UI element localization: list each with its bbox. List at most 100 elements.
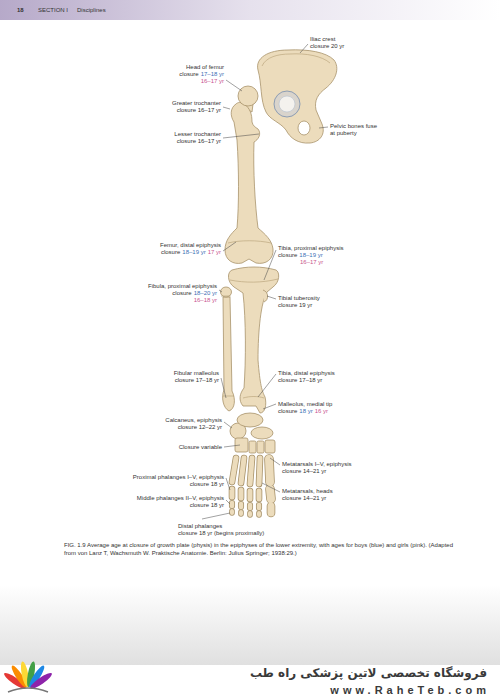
part-label: closure [172, 290, 191, 296]
label-line: Fibula, proximal epiphysis [148, 283, 217, 290]
part-label: closure [179, 71, 198, 77]
toe-bone-outline [229, 511, 235, 513]
label-line: Fibular malleolus [174, 370, 219, 377]
part-label: Closure variable [179, 444, 222, 450]
leader-line [258, 374, 276, 397]
part-label: closure [161, 249, 180, 255]
age-boys: 18–19 yr [299, 252, 322, 258]
label-line: closure 14–21 yr [282, 468, 326, 475]
leader-line [223, 242, 236, 251]
toe-bone-outline [229, 503, 235, 506]
toe-bone [250, 458, 252, 484]
tibia-bone [263, 290, 268, 302]
leader-line [270, 458, 280, 465]
toe-bone [268, 506, 275, 513]
leader-line [226, 80, 242, 91]
part-label: Head of femur [186, 64, 224, 70]
part-label: closure [278, 408, 297, 414]
label-line: closure 12–22 yr [178, 424, 222, 431]
tibia-bone [230, 279, 278, 282]
part-label: closure 14–21 yr [282, 495, 326, 501]
toe-bone [269, 459, 270, 482]
part-label: closure 18 yr (begins proximally) [178, 530, 264, 536]
part-label: Lesser trochanter [174, 131, 221, 137]
label-line: Lesser trochanter [174, 131, 221, 138]
part-label: Tibia, proximal epiphysis [278, 245, 343, 251]
toe-bone-outline [267, 506, 276, 513]
part-label: Distal phalanges [178, 523, 222, 529]
toe-bone-outline [256, 513, 262, 515]
label-line: Metatarsals, heads [282, 488, 333, 495]
femur-bone [228, 241, 271, 243]
part-label: Metatarsals, heads [282, 488, 333, 494]
part-label: closure 18 yr [190, 502, 224, 508]
toe-bone [248, 513, 252, 515]
toe-bone [259, 458, 260, 484]
toe-bone-outline [229, 489, 236, 497]
toe-bone-outline [269, 459, 270, 482]
pelvis-bone [279, 96, 295, 112]
leader-line [224, 422, 232, 428]
section-header: Disciplines [77, 7, 106, 13]
femur-bone [225, 103, 273, 264]
leader-line [202, 513, 230, 519]
label-line: closure 18 yr [190, 502, 224, 509]
toe-bone [239, 490, 244, 498]
leader-line [319, 127, 328, 128]
toe-bone [257, 491, 262, 499]
toe-bone-outline [270, 489, 271, 499]
label-line: closure 17–18 yr [175, 377, 219, 384]
figure-caption: FIG. 1.9 Average age at closure of growt… [64, 541, 456, 557]
leader-line [262, 483, 280, 492]
leader-line [219, 290, 222, 292]
part-label: closure 19 yr [278, 302, 312, 308]
part-label: Proximal phalanges I–V, epiphysis [133, 474, 224, 480]
part-label: closure 17–18 yr [278, 377, 322, 383]
fibula-bone [221, 287, 235, 411]
part-label: Iliac crest [310, 36, 335, 42]
label-line: closure18–19 yr17 yr [161, 249, 221, 256]
toe-bone [248, 491, 253, 499]
part-label: Metatarsals I–V, epiphysis [282, 461, 351, 467]
leader-line [300, 44, 308, 53]
part-label: closure 20 yr [310, 43, 344, 49]
part-label: closure 17–18 yr [175, 377, 219, 383]
toe-bone-outline [250, 458, 252, 484]
pelvis-bone [258, 50, 337, 143]
tibia-bone [228, 267, 278, 413]
label-line: Iliac crest [310, 36, 335, 43]
toe-bone [248, 505, 253, 508]
age-boys: 18–20 yr [194, 290, 217, 296]
toe-bone [257, 505, 262, 508]
label-line: Tibial tuberosity [278, 295, 320, 302]
femur-bone [225, 86, 273, 263]
toe-bone [239, 504, 244, 507]
label-line: closure18–19 yr [278, 252, 323, 259]
label-line: Metatarsals I–V, epiphysis [282, 461, 351, 468]
part-label: Femur, distal epiphysis [160, 242, 221, 248]
toe-bone [230, 503, 235, 506]
label-line: Proximal phalanges I–V, epiphysis [133, 474, 224, 481]
foot-bones [257, 441, 264, 453]
part-label: closure 16–17 yr [177, 138, 221, 144]
part-label: Tibial tuberosity [278, 295, 320, 301]
toe-bone-outline [247, 505, 253, 508]
label-line: closure18 yr16 yr [278, 408, 328, 415]
part-label: Fibular malleolus [174, 370, 219, 376]
label-line: Head of femur [186, 64, 224, 71]
leader-line [264, 250, 276, 280]
label-line: closure 18 yr (begins proximally) [178, 530, 264, 537]
toe-bone-outline [256, 505, 262, 508]
toe-bone-outline [241, 458, 244, 483]
tibia-bone [228, 267, 278, 413]
pelvis-bone [258, 50, 337, 143]
pelvis-bone [274, 91, 300, 117]
fibula-bone [223, 396, 234, 397]
pelvis-bone [262, 54, 330, 66]
age-girls: 16–17 yr [201, 78, 224, 84]
foot-bones [251, 427, 273, 439]
label-line: closure 17–18 yr [278, 377, 322, 384]
label-line: Femur, distal epiphysis [160, 242, 221, 249]
label-line: closure 16–17 yr [177, 107, 221, 114]
toe-bone [232, 458, 236, 482]
